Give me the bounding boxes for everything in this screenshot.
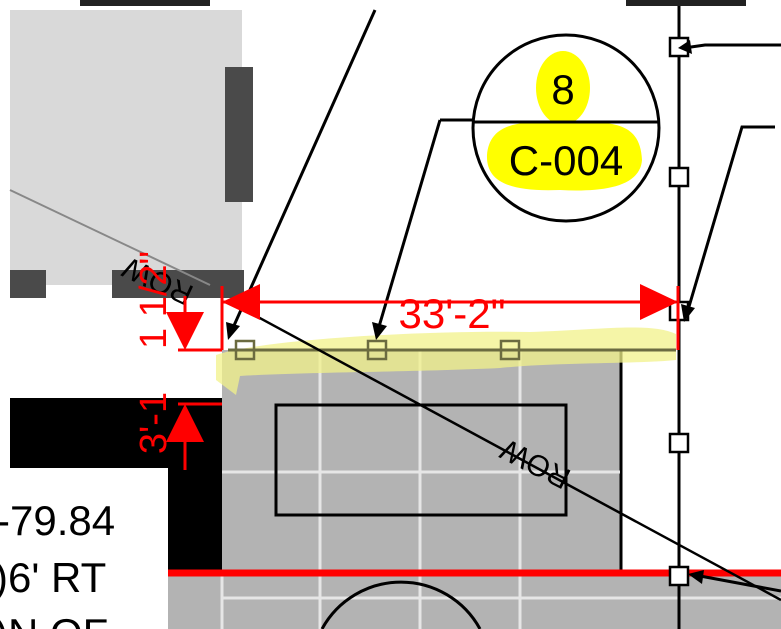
highlight-stroke	[216, 327, 676, 395]
building-wall-segment	[225, 67, 253, 202]
top-text-fragment-left	[80, 0, 210, 6]
top-text-fragment-right	[626, 0, 746, 6]
callout-highlight-bottom	[486, 121, 642, 191]
callout-highlight-top	[536, 51, 590, 125]
station-text-area	[0, 470, 168, 629]
building-wall-segment	[10, 270, 46, 298]
left-wall	[168, 440, 230, 570]
callout-detail-number: 8	[551, 66, 574, 113]
row-line-gray	[9, 189, 211, 286]
leader-lines	[230, 9, 781, 593]
vertical-dimension-text-upper: 1 1/2"	[133, 251, 175, 349]
station-line-1: -79.84	[0, 497, 115, 544]
circle-fragment	[320, 580, 482, 629]
station-line-3: )N OF	[0, 610, 108, 629]
grid-lines	[220, 350, 781, 629]
building-block	[10, 10, 242, 285]
row-line-black	[244, 308, 781, 602]
vertical-dimension-text-lower: 3'-1	[133, 392, 175, 454]
callout-sheet-number: C-004	[509, 137, 623, 184]
vertical-dimension	[166, 296, 222, 470]
edge-markers	[234, 339, 521, 361]
horizontal-dimension-text: 33'-2"	[399, 290, 506, 337]
leader-arrowheads	[226, 40, 704, 584]
station-line-2: )6' RT	[0, 554, 106, 601]
horizontal-dimension	[220, 284, 680, 350]
